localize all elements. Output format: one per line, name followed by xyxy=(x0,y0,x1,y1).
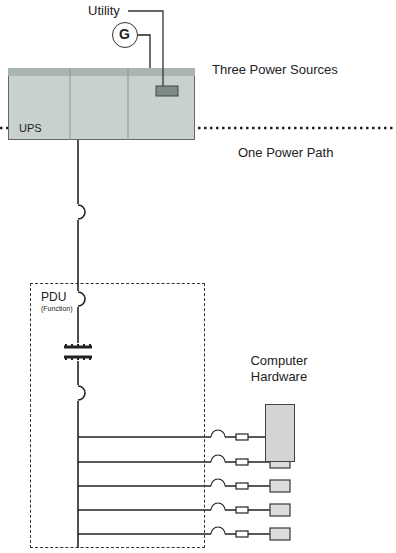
breaker-symbol xyxy=(78,205,85,219)
power-feeder xyxy=(138,35,150,68)
branch-circuit xyxy=(78,436,205,437)
breaker-gap xyxy=(76,385,80,401)
annotation: Three Power Sources xyxy=(212,62,338,77)
pdu-bus xyxy=(77,283,79,548)
node-text: (Function) xyxy=(41,305,73,312)
node-text: G xyxy=(113,23,136,46)
node-text: Computer Hardware xyxy=(234,353,324,385)
breaker-gap xyxy=(76,291,80,307)
breaker-symbol xyxy=(78,386,85,400)
annotation: One Power Path xyxy=(238,145,333,160)
transformer-coil xyxy=(66,344,90,360)
breaker-gap xyxy=(76,204,80,220)
node-text: PDU xyxy=(41,290,66,304)
server-boxes xyxy=(270,456,290,540)
generator-circle: G xyxy=(112,22,138,48)
branch-protection xyxy=(211,430,248,537)
computer-hardware: Computer Hardware xyxy=(265,404,295,462)
pdu-boundary: PDU(Function) xyxy=(30,283,205,548)
source-label: Utility xyxy=(88,3,120,18)
ups-unit: UPS xyxy=(8,68,195,140)
node-text: UPS xyxy=(19,122,42,134)
breaker-symbol xyxy=(78,292,85,306)
